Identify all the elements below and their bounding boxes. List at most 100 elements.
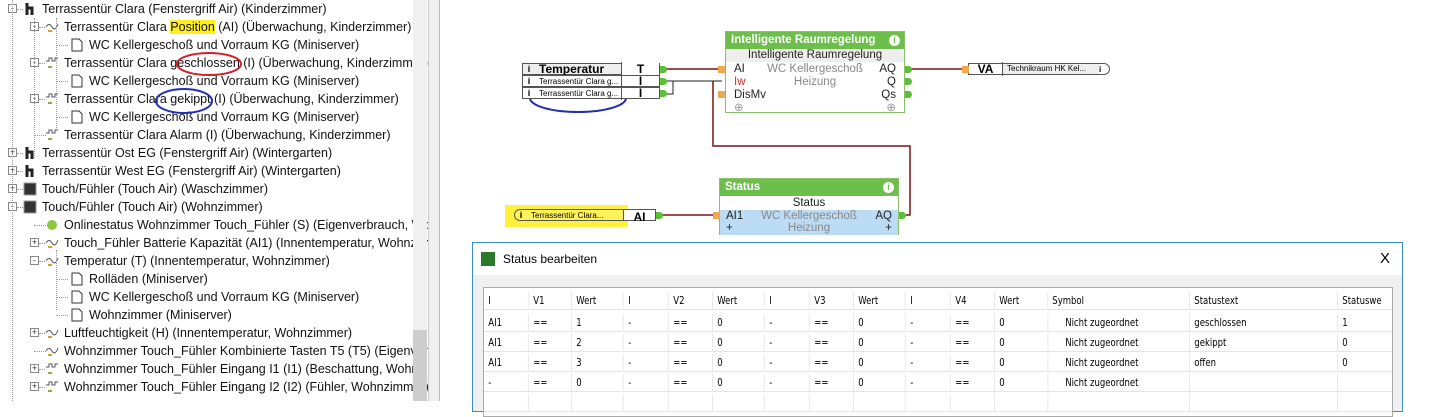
table-cell[interactable] [854,394,906,412]
pin-out[interactable] [656,212,663,219]
info-icon[interactable]: i [883,182,894,193]
table-cell[interactable]: geschlossen [1190,314,1338,332]
table-cell[interactable] [1190,374,1338,392]
table-cell[interactable]: 0 [854,334,906,352]
table-cell[interactable] [906,394,951,412]
table-cell[interactable]: - [906,374,951,392]
table-cell[interactable]: == [669,334,713,352]
table-cell[interactable]: - [765,334,810,352]
table-cell[interactable]: == [669,354,713,372]
pin-q[interactable] [905,78,912,85]
table-cell[interactable]: 0 [854,314,906,332]
tree-item[interactable]: Onlinestatus Wohnzimmer Touch_Fühler (S)… [45,216,428,234]
tree-item[interactable]: WC Kellergeschoß und Vorraum KG (Miniser… [70,108,359,126]
tree-scrollbar[interactable] [413,0,427,401]
tree-item[interactable]: Terrassentür Clara Alarm (I) (Überwachun… [45,126,390,144]
table-cell[interactable]: 2 [572,334,624,352]
table-cell[interactable]: - [624,354,669,372]
table-cell[interactable] [810,394,854,412]
table-cell[interactable]: 1 [572,314,624,332]
table-cell[interactable]: - [624,314,669,332]
table-cell[interactable]: - [906,334,951,352]
table-cell[interactable]: - [765,374,810,392]
output-q[interactable]: Q [887,76,896,88]
table-cell[interactable]: == [951,314,995,332]
table-cell[interactable]: 0 [995,354,1048,372]
tree-item[interactable]: Terrassentür Clara Position (AI) (Überwa… [45,18,411,36]
info-icon[interactable]: i [519,210,523,220]
info-icon[interactable]: i [527,88,531,98]
table-cell[interactable] [765,394,810,412]
pin-ai[interactable] [718,66,725,73]
table-cell[interactable]: - [765,314,810,332]
tree-item[interactable]: Terrassentür Ost EG (Fenstergriff Air) (… [23,144,332,162]
table-cell[interactable]: - [624,374,669,392]
table-cell[interactable]: offen [1190,354,1338,372]
table-cell[interactable]: 1 [1338,314,1392,332]
add-input-icon[interactable]: + [726,222,733,234]
info-icon[interactable]: i [1099,64,1102,74]
output-aq[interactable]: AQ [879,63,896,75]
table-cell[interactable]: gekippt [1190,334,1338,352]
tree-scrollbar-thumb[interactable] [413,330,427,401]
table-cell[interactable]: Nicht zugeordnet [1048,334,1190,352]
output-qs[interactable]: Qs [881,89,896,101]
info-icon[interactable]: i [527,64,531,74]
table-cell[interactable]: - [906,354,951,372]
table-cell[interactable]: == [810,334,854,352]
table-cell[interactable]: == [529,354,572,372]
collapse-icon[interactable]: - [30,256,39,265]
tree-item[interactable]: Terrassentür Clara (Fenstergriff Air) (K… [23,0,327,18]
pin-dismv[interactable] [718,91,725,98]
tree-item[interactable]: WC Kellergeschoß und Vorraum KG (Miniser… [70,72,359,90]
tree-item[interactable]: Wohnzimmer Touch_Fühler Eingang I2 (I2) … [45,378,428,396]
tree-item[interactable]: Touch_Fühler Batterie Kapazität (AI1) (I… [45,234,428,252]
table-cell[interactable] [484,394,529,412]
table-cell[interactable] [1048,394,1190,412]
expand-icon[interactable]: + [30,363,39,373]
table-cell[interactable]: 3 [572,354,624,372]
table-cell[interactable]: Nicht zugeordnet [1048,354,1190,372]
add-output-icon[interactable]: ⊕ [886,102,896,114]
table-cell[interactable] [951,394,995,412]
pin-out[interactable] [660,90,667,97]
close-button[interactable]: X [1379,250,1390,267]
table-cell[interactable]: == [529,334,572,352]
info-icon[interactable]: i [889,35,900,46]
table-cell[interactable]: AI1 [484,314,529,332]
table-cell[interactable]: == [669,374,713,392]
tree-item[interactable]: Wohnzimmer Touch_Fühler Eingang I1 (I1) … [45,360,428,378]
table-cell[interactable]: 0 [713,374,765,392]
pin-ai1[interactable] [713,212,720,219]
table-cell[interactable]: 0 [995,314,1048,332]
table-cell[interactable] [1190,394,1338,412]
table-cell[interactable]: == [951,354,995,372]
pin-aq[interactable] [905,66,912,73]
tree-item[interactable]: Touch/Fühler (Touch Air) (Wohnzimmer) [23,198,263,216]
table-cell[interactable]: AI1 [484,334,529,352]
table-cell[interactable] [529,394,572,412]
tree-item[interactable]: Touch/Fühler (Touch Air) (Waschzimmer) [23,180,268,198]
table-cell[interactable]: - [484,374,529,392]
input-iw[interactable]: Iw [734,76,746,88]
table-cell[interactable]: Nicht zugeordnet [1048,374,1190,392]
tree-item[interactable]: Wohnzimmer Touch_Fühler Kombinierte Tast… [45,342,428,360]
expand-icon[interactable]: + [30,237,39,247]
info-icon[interactable]: i [527,76,531,86]
table-cell[interactable] [624,394,669,412]
table-cell[interactable]: == [529,374,572,392]
table-cell[interactable]: 0 [854,374,906,392]
expand-icon[interactable]: + [30,381,39,391]
table-cell[interactable] [995,394,1048,412]
input-dismv[interactable]: DisMv [734,89,766,101]
table-cell[interactable] [572,394,624,412]
